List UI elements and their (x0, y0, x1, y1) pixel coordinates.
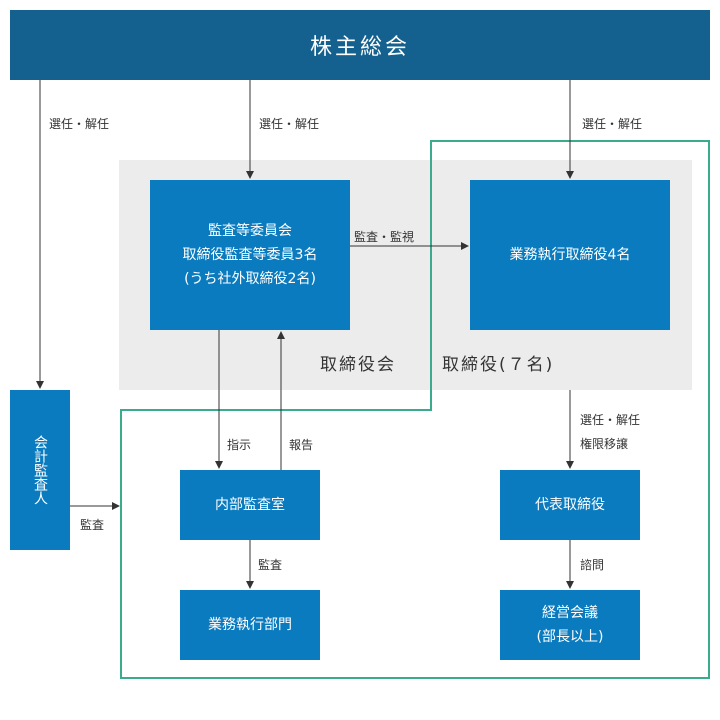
management-meeting-line2: (部長以上) (536, 629, 604, 645)
management-meeting-box: 経営会議 (部長以上) (500, 590, 640, 660)
shareholders-meeting-title: 株主総会 (309, 35, 410, 60)
label-audit-internal: 監査 (258, 558, 283, 572)
label-elect-dismiss-2: 選任・解任 (259, 117, 320, 131)
board-label: 取締役会 (320, 355, 396, 375)
shareholders-meeting-header: 株主総会 (10, 10, 710, 80)
business-departments-label: 業務執行部門 (208, 617, 292, 633)
label-elect-dismiss-4: 選任・解任 (580, 413, 641, 427)
management-meeting-line1: 経営会議 (542, 605, 598, 621)
label-consult: 諮問 (580, 558, 605, 572)
label-audit-supervise: 監査・監視 (354, 230, 415, 244)
label-authority-transfer: 権限移譲 (580, 437, 629, 451)
internal-audit-label: 内部監査室 (215, 497, 285, 513)
executive-directors-label: 業務執行取締役4名 (509, 247, 631, 263)
audit-committee-line2: 取締役監査等委員3名 (182, 247, 318, 263)
directors-label: 取締役(７名) (442, 355, 555, 375)
business-departments-box: 業務執行部門 (180, 590, 320, 660)
representative-director-box: 代表取締役 (500, 470, 640, 540)
representative-director-label: 代表取締役 (535, 497, 605, 513)
accounting-auditor-label: 会計監査人 (32, 435, 48, 505)
audit-committee-line3: (うち社外取締役2名) (184, 271, 316, 287)
label-elect-dismiss-1: 選任・解任 (49, 117, 110, 131)
label-instruct: 指示 (227, 438, 252, 452)
audit-committee-box: 監査等委員会 取締役監査等委員3名 (うち社外取締役2名) (150, 180, 350, 330)
label-report: 報告 (289, 438, 314, 452)
label-audit-auditor: 監査 (80, 518, 105, 532)
accounting-auditor-box: 会計監査人 (10, 390, 70, 550)
internal-audit-box: 内部監査室 (180, 470, 320, 540)
label-elect-dismiss-3: 選任・解任 (582, 117, 643, 131)
audit-committee-line1: 監査等委員会 (208, 223, 292, 239)
executive-directors-box: 業務執行取締役4名 (470, 180, 670, 330)
